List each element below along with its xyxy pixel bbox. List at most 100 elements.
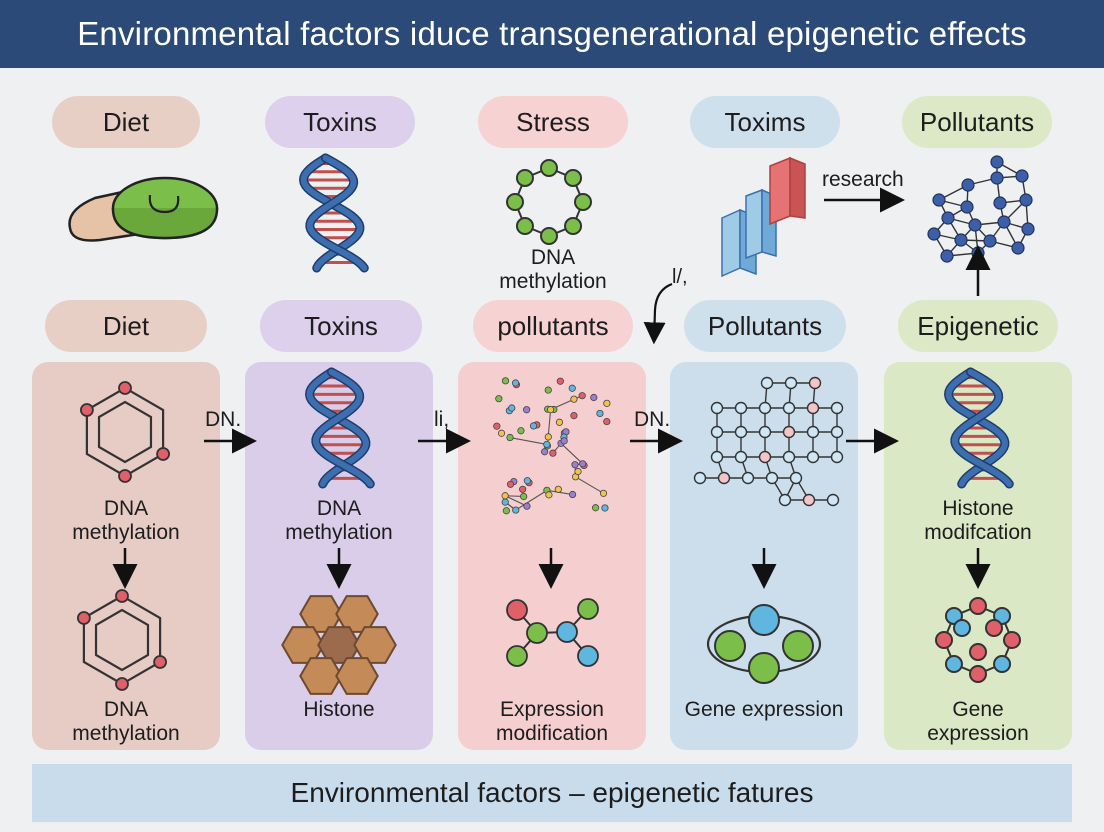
atom	[574, 467, 582, 476]
mid-pill-label: Pollutants	[707, 310, 823, 341]
bond	[560, 442, 584, 465]
atom	[555, 418, 564, 426]
atom	[784, 376, 798, 390]
atom	[802, 493, 816, 507]
atom	[511, 379, 520, 387]
atom	[76, 611, 91, 625]
atom	[544, 386, 552, 394]
atom	[734, 450, 748, 464]
atom	[520, 492, 528, 501]
atom	[960, 200, 974, 214]
atom	[954, 233, 968, 247]
atom	[993, 606, 1012, 625]
atom	[603, 417, 611, 426]
bond	[504, 495, 528, 507]
atom	[968, 218, 982, 232]
atom	[549, 449, 557, 457]
title-bar: Environmental factors iduce transgenerat…	[0, 0, 1104, 68]
atom	[782, 450, 796, 464]
atom	[734, 401, 748, 415]
top-pill-diet: Diet	[52, 96, 200, 148]
atom	[596, 409, 604, 418]
dna-helix-icon	[298, 153, 369, 273]
atom	[830, 401, 844, 415]
dna-strand	[306, 155, 368, 271]
atom	[778, 493, 792, 507]
atom	[717, 471, 731, 485]
atom	[830, 425, 844, 439]
atom	[523, 502, 531, 510]
hex-inner	[97, 400, 153, 464]
atom	[944, 606, 963, 625]
footer-banner: Environmental factors – epigenetic fatur…	[32, 764, 1072, 822]
panel3-lower-label: Expression modification	[495, 698, 609, 745]
top-pill-label: Stress	[516, 106, 590, 137]
mid-pill-pollutants: Pollutants	[684, 300, 846, 352]
top-pill-label: Toxims	[724, 106, 806, 137]
atom	[789, 471, 803, 485]
atom	[560, 437, 568, 445]
atom	[79, 403, 94, 417]
atom	[547, 406, 555, 414]
mid-pill-label: Epigenetic	[917, 310, 1039, 341]
curved-arrow	[643, 282, 673, 345]
panel5-upper-label: Histone modifcation	[924, 497, 1032, 544]
atom	[515, 168, 534, 187]
hex-inner	[94, 608, 150, 672]
atom	[529, 422, 538, 430]
atom	[568, 384, 576, 392]
atom	[940, 249, 954, 263]
atom	[506, 433, 514, 442]
top-pill-label: Toxins	[303, 106, 377, 137]
atom	[782, 401, 796, 415]
atom	[1021, 222, 1035, 236]
atom	[153, 655, 168, 669]
bar-chart-icon	[721, 156, 806, 278]
atom	[501, 377, 510, 385]
atom	[579, 460, 587, 468]
bond	[515, 489, 548, 511]
atom	[568, 490, 577, 499]
atom	[578, 392, 586, 400]
mid-pill-label: Diet	[102, 310, 150, 341]
mid-pill-label: pollutants	[497, 310, 609, 341]
bond	[509, 436, 547, 445]
atom	[714, 630, 746, 662]
atom	[543, 440, 551, 449]
mid-pill-epigenetic: Epigenetic	[898, 300, 1058, 352]
atom	[115, 677, 129, 691]
atom	[156, 447, 171, 461]
atom	[760, 376, 774, 390]
atom	[599, 489, 608, 497]
atom	[758, 425, 772, 439]
atom	[990, 171, 1004, 185]
mid-pill-pollutants-lower: pollutants	[473, 300, 633, 352]
lattice-network-icon	[693, 376, 844, 507]
atom	[765, 471, 779, 485]
atom	[983, 234, 997, 248]
dna-helix-icon	[304, 367, 375, 489]
atom	[118, 381, 132, 395]
hex-cell	[335, 657, 379, 695]
panel2-lower-label: Histone	[303, 698, 375, 721]
atom	[969, 643, 987, 661]
atom	[830, 450, 844, 464]
panel5-lower-label: Gene expression	[927, 698, 1029, 745]
atom	[603, 399, 611, 407]
atom	[497, 429, 506, 437]
hex-cell	[353, 626, 397, 664]
atom	[993, 655, 1012, 674]
mid-pill-label: Toxins	[304, 310, 378, 341]
dna-strand	[951, 369, 1013, 487]
atom	[782, 425, 796, 439]
top-pill-pollutants: Pollutants	[902, 96, 1052, 148]
atom	[944, 655, 963, 674]
atom	[935, 631, 953, 649]
atom	[540, 159, 558, 177]
atom	[515, 217, 534, 236]
dna-helix-icon	[943, 367, 1014, 489]
atom	[826, 493, 840, 507]
atom	[710, 425, 724, 439]
atom	[993, 196, 1007, 210]
atom	[806, 401, 820, 415]
